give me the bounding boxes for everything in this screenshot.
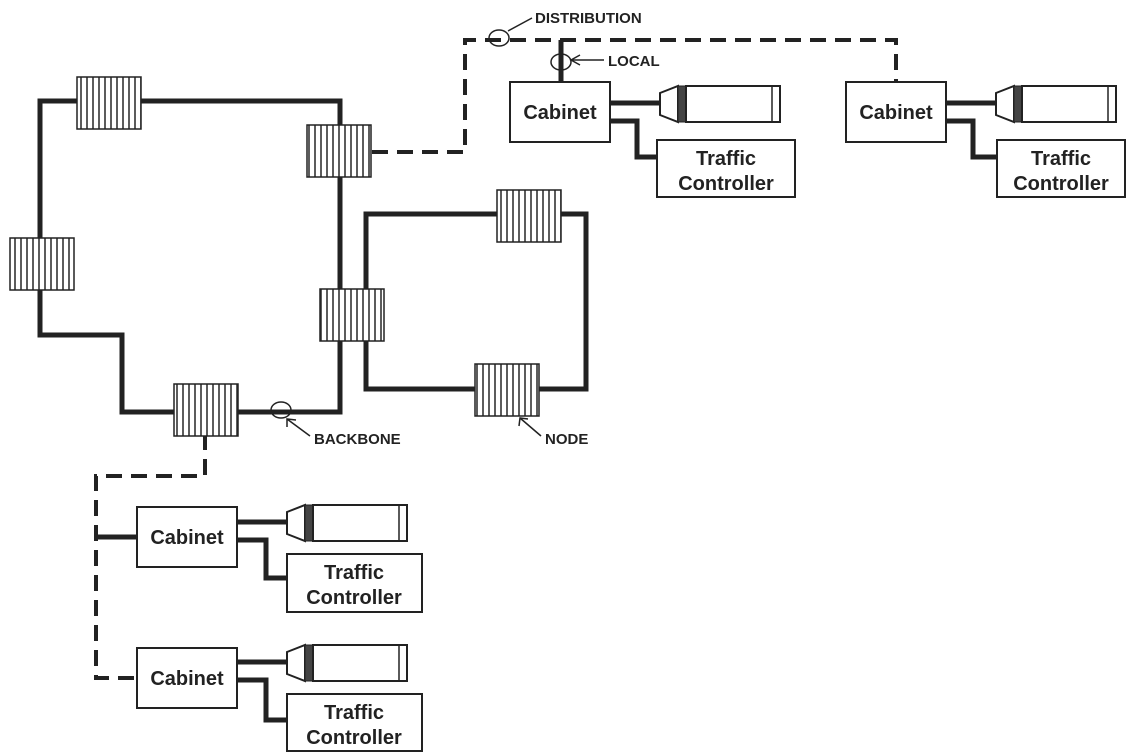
- cabinet-group-3: Cabinet Traffic Controller: [136, 503, 423, 613]
- cabinet-label: Cabinet: [150, 527, 224, 549]
- controller-label-line1: Traffic: [324, 702, 384, 724]
- nodes: [9, 76, 562, 437]
- backbone-label: BACKBONE: [314, 431, 401, 448]
- cabinet-label: Cabinet: [150, 668, 224, 690]
- callout-node: NODE: [518, 417, 588, 448]
- camera-icon: [286, 503, 408, 543]
- node-label: NODE: [545, 431, 588, 448]
- controller-label-line2: Controller: [1013, 173, 1109, 195]
- cabinet-group-4: Cabinet Traffic Controller: [136, 643, 423, 752]
- distribution-link-lower: [94, 434, 207, 680]
- node: [76, 76, 142, 130]
- camera-icon: [286, 643, 408, 683]
- callout-backbone: BACKBONE: [270, 401, 401, 448]
- distribution-label: DISTRIBUTION: [535, 10, 642, 27]
- traffic-controller-box: [286, 693, 423, 752]
- cabinet-label: Cabinet: [523, 102, 597, 124]
- backbone-ring: [37, 98, 343, 415]
- controller-label-line1: Traffic: [696, 148, 756, 170]
- camera-icon: [995, 84, 1117, 124]
- node: [319, 288, 385, 342]
- traffic-controller-box: [656, 139, 796, 198]
- node: [306, 124, 372, 178]
- cabinet-label: Cabinet: [859, 102, 933, 124]
- controller-label-line2: Controller: [306, 587, 402, 609]
- controller-label-line2: Controller: [306, 727, 402, 749]
- cabinet-box: [136, 506, 238, 568]
- node: [496, 189, 562, 243]
- callout-distribution: DISTRIBUTION: [488, 10, 642, 47]
- node: [474, 363, 540, 417]
- cabinet-group-2: Cabinet Traffic Controller: [845, 81, 1126, 198]
- cabinet-group-1: Cabinet Traffic Controller: [509, 81, 796, 198]
- cabinet-box: [509, 81, 611, 143]
- controller-label-line1: Traffic: [1031, 148, 1091, 170]
- distribution-link: [372, 38, 898, 154]
- cabinet-box: [845, 81, 947, 143]
- cabinet-box: [136, 647, 238, 709]
- node: [173, 383, 239, 437]
- traffic-controller-box: [286, 553, 423, 613]
- controller-label-line2: Controller: [678, 173, 774, 195]
- local-label: LOCAL: [608, 53, 660, 70]
- node: [9, 237, 75, 291]
- callout-local: LOCAL: [550, 53, 660, 71]
- controller-label-line1: Traffic: [324, 562, 384, 584]
- camera-icon: [659, 84, 781, 124]
- traffic-controller-box: [996, 139, 1126, 198]
